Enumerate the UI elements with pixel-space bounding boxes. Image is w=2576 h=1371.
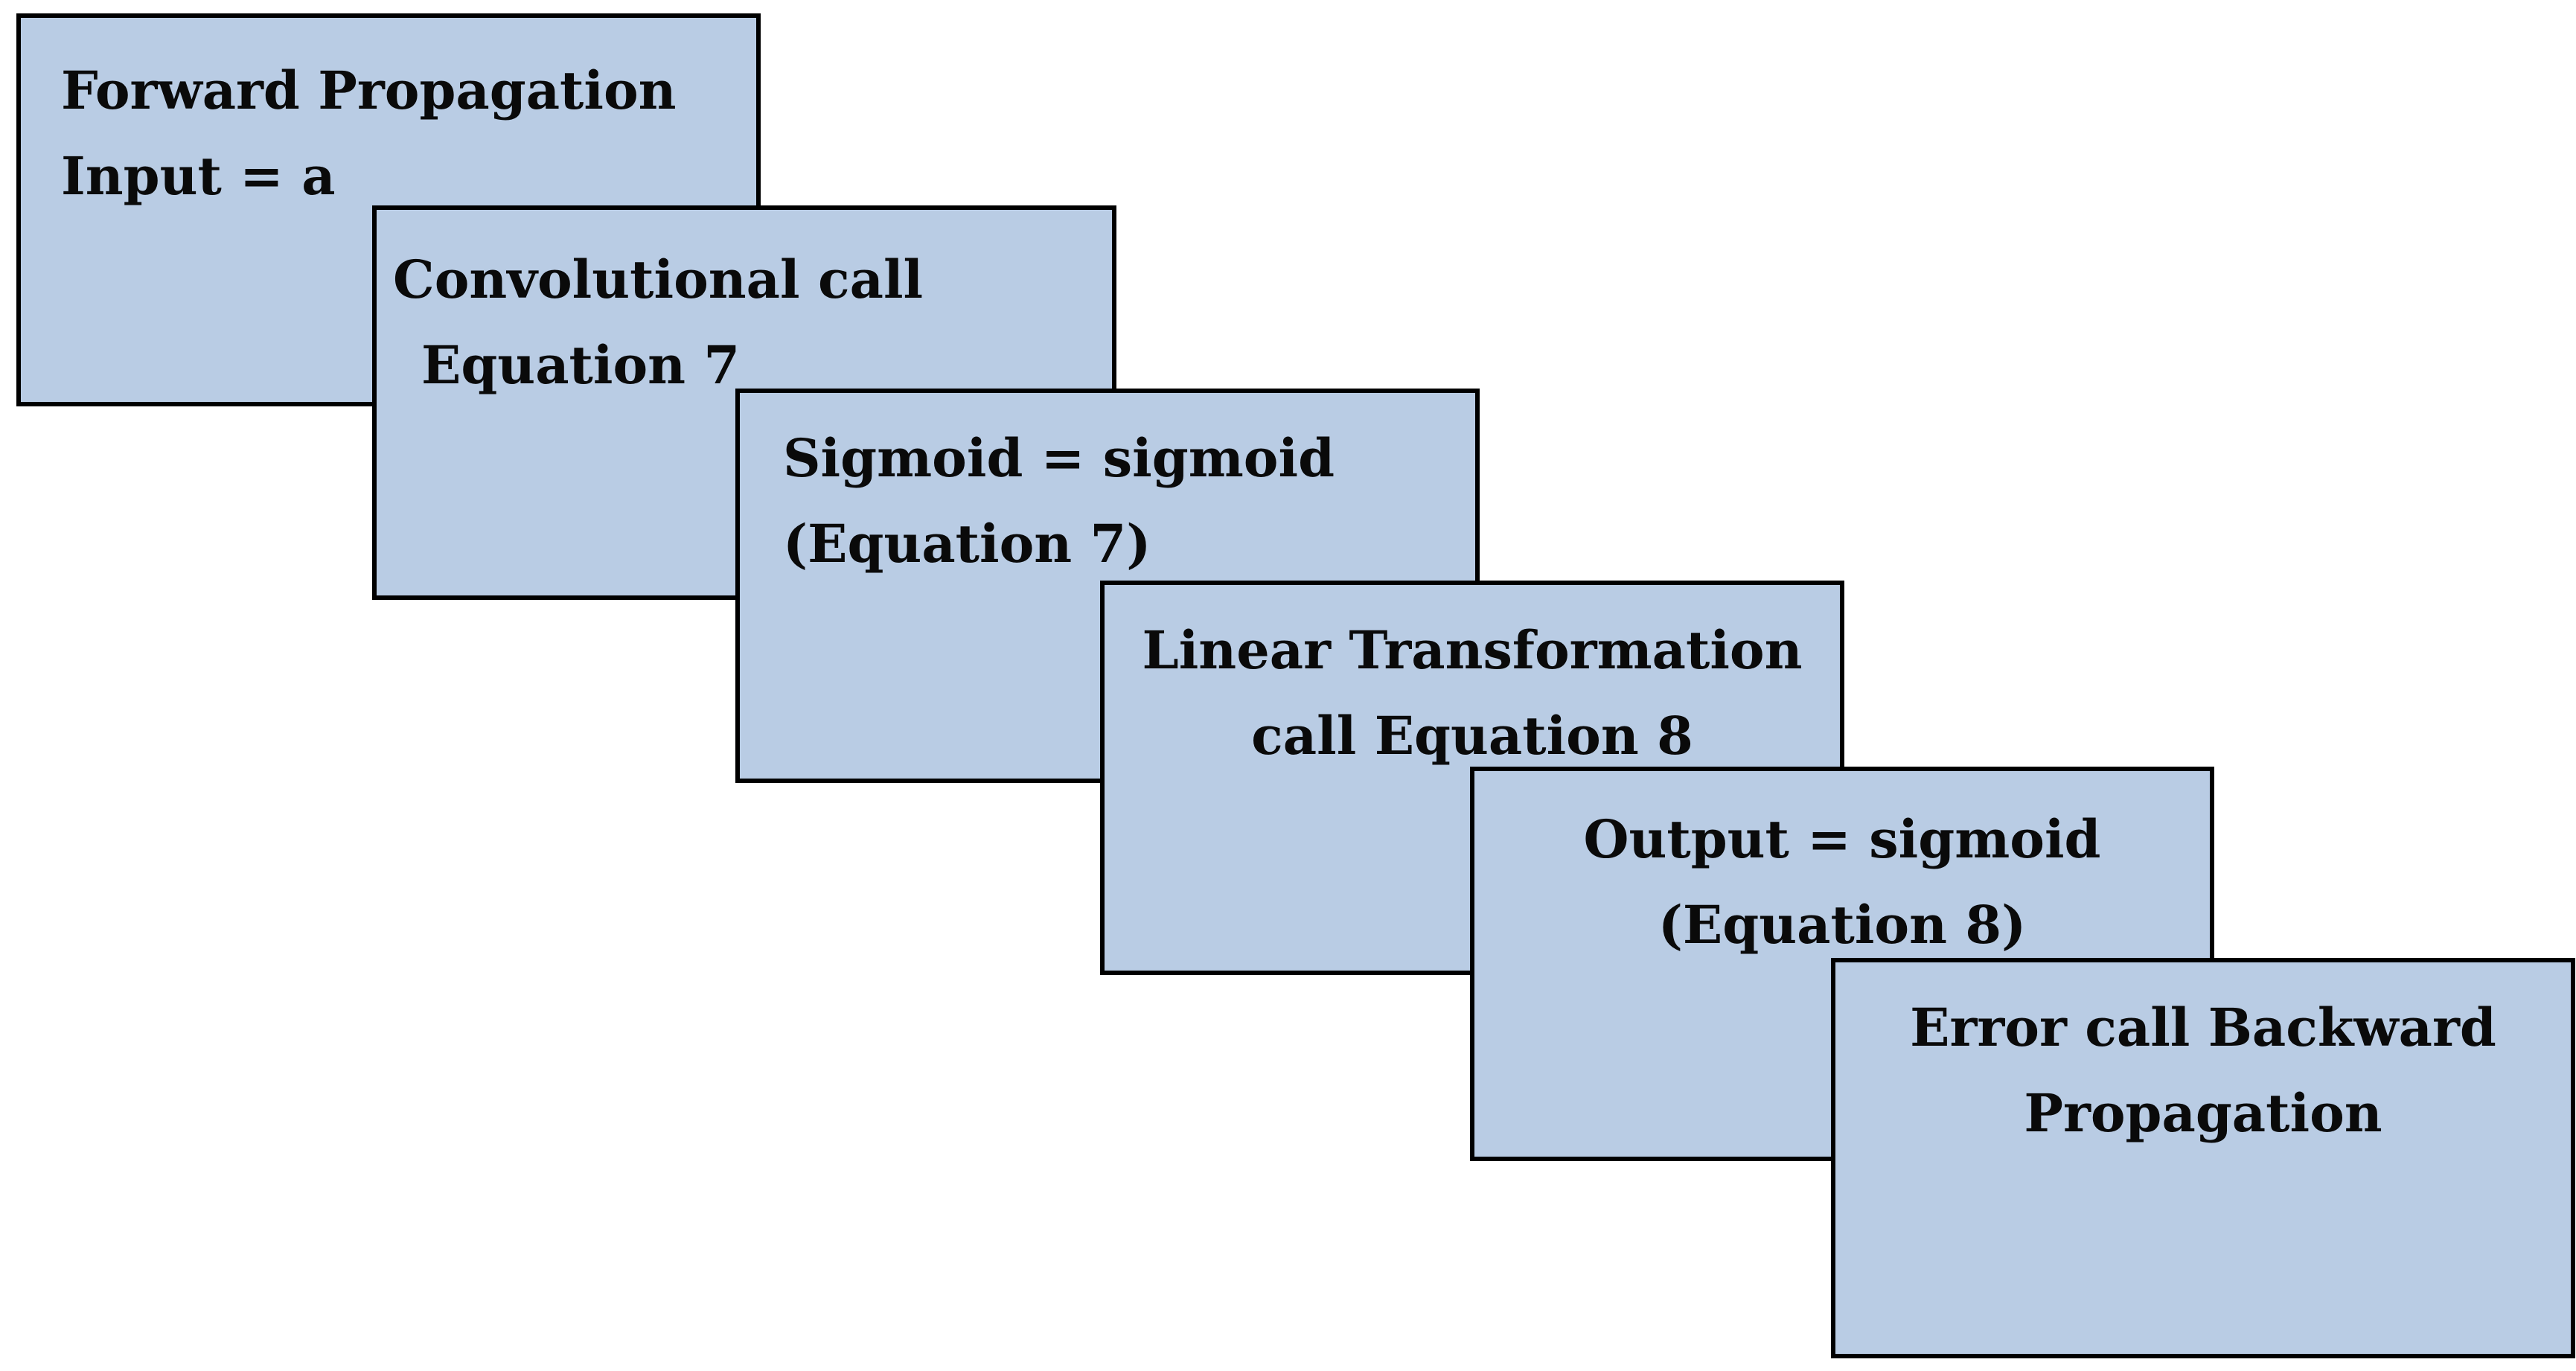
- step-label: Error call Backward Propagation: [1835, 985, 2571, 1156]
- step-label-line: (Equation 8): [1658, 894, 2027, 956]
- step-label: Convolutional call Equation 7: [393, 237, 923, 408]
- step-label-line: Error call Backward: [1910, 997, 2496, 1058]
- step-label-line: Input = a: [61, 145, 336, 207]
- step-label-line: Linear Transformation: [1142, 619, 1803, 681]
- step-label: Output = sigmoid (Equation 8): [1474, 796, 2210, 968]
- step-box-error-backward-propagation: Error call Backward Propagation: [1831, 958, 2575, 1358]
- step-label-line: Equation 7: [421, 334, 741, 396]
- step-label-line: Propagation: [2024, 1082, 2382, 1144]
- step-label: Linear Transformation call Equation 8: [1105, 607, 1840, 779]
- step-label: Forward Propagation Input = a: [61, 48, 677, 219]
- step-label-line: Output = sigmoid: [1583, 808, 2101, 870]
- step-label: Sigmoid = sigmoid (Equation 7): [783, 415, 1335, 587]
- step-label-line: Forward Propagation: [61, 60, 677, 121]
- step-label-line: call Equation 8: [1251, 705, 1693, 767]
- step-label-line: (Equation 7): [783, 513, 1151, 575]
- step-label-line: Convolutional call: [393, 249, 924, 310]
- step-label-line: Sigmoid = sigmoid: [783, 427, 1335, 489]
